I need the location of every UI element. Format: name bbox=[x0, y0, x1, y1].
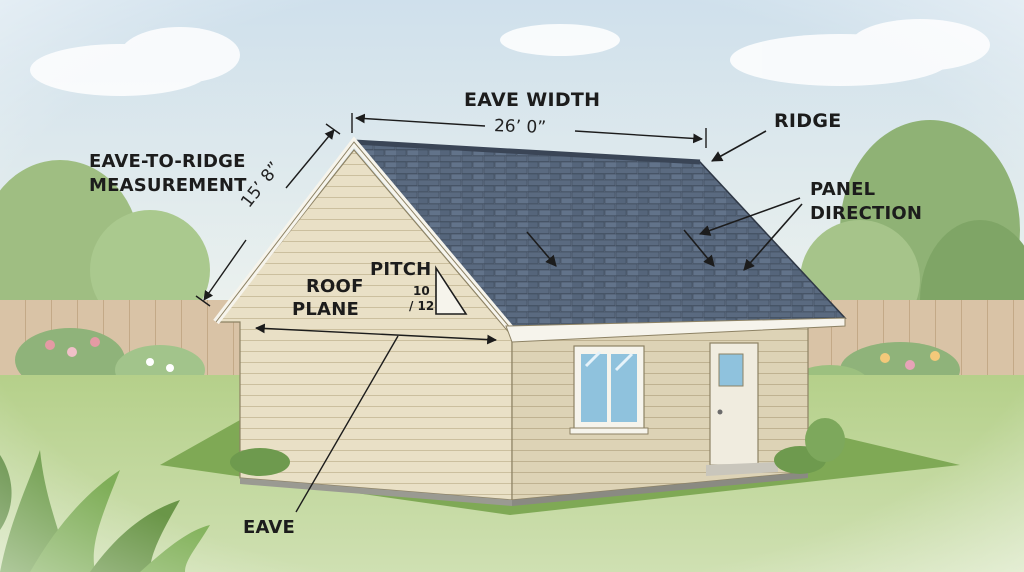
panel-direction-label-line1: PANEL bbox=[810, 179, 876, 200]
eave-width-value: 26’ 0” bbox=[493, 116, 547, 138]
eave-to-ridge-label-line2: MEASUREMENT bbox=[89, 175, 247, 196]
eave-label: EAVE bbox=[243, 517, 296, 538]
eave-width-label: EAVE WIDTH bbox=[464, 89, 601, 111]
ridge-label: RIDGE bbox=[774, 110, 842, 132]
pitch-run: / 12 bbox=[409, 299, 435, 313]
pitch-rise: 10 bbox=[413, 284, 430, 298]
pitch-label: PITCH bbox=[370, 259, 432, 280]
roof-plane-label-line1: ROOF bbox=[306, 276, 364, 297]
panel-direction-label-line2: DIRECTION bbox=[810, 203, 923, 224]
eave-to-ridge-label-line1: EAVE-TO-RIDGE bbox=[89, 151, 246, 172]
roof-plane-label-line2: PLANE bbox=[292, 299, 359, 320]
